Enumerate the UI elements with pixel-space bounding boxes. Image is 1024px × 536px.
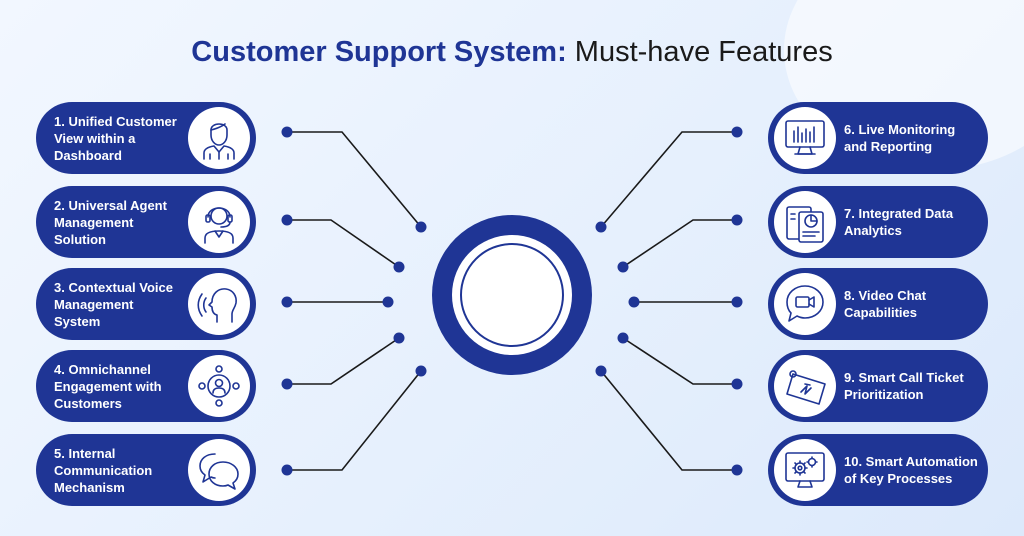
feature-pill-8: 8. Video Chat Capabilities [768,268,988,340]
feature-label-10: 10. Smart Automation of Key Processes [844,454,978,486]
connector-dot [731,296,743,308]
analytics-report-icon [774,191,836,253]
feature-label-2: 2. Universal Agent Management Solution [54,197,167,247]
chat-bubbles-icon [188,439,250,501]
connector-line-4 [287,337,400,385]
connector-dot [281,126,293,138]
connector-dot [281,214,293,226]
connector-dot [617,332,629,344]
title-bold: Customer Support System: [191,36,567,68]
central-hub [432,215,592,375]
connector-dot [281,378,293,390]
feature-pill-5: 5. Internal Communication Mechanism [36,434,256,506]
feature-label-9: 9. Smart Call Ticket Prioritization [844,370,964,402]
headset-agent-icon [188,191,250,253]
connector-dot [281,296,293,308]
connector-line-7 [622,219,737,268]
connector-dot [731,126,743,138]
feature-label-7: 7. Integrated Data Analytics [844,206,954,238]
gears-monitor-icon [774,439,836,501]
feature-pill-7: 7. Integrated Data Analytics [768,186,988,258]
feature-label-3: 3. Contextual Voice Management System [54,279,173,329]
connector-dot [393,332,405,344]
feature-pill-10: 10. Smart Automation of Key Processes [768,434,988,506]
feature-label-1: 1. Unified Customer View within a Dashbo… [54,113,177,163]
connector-dot [415,365,427,377]
feature-pill-2: 2. Universal Agent Management Solution [36,186,256,258]
video-chat-icon [774,273,836,335]
feature-pill-3: 3. Contextual Voice Management System [36,268,256,340]
connector-dot [731,464,743,476]
hub-inner-ring [452,235,572,355]
connector-line-1 [287,131,422,228]
connector-line-10 [600,370,737,471]
title-rest: Must-have Features [566,36,833,68]
connector-dot [595,365,607,377]
connector-dot [731,378,743,390]
connector-line-9 [622,337,737,385]
hub-core-circle [460,243,564,347]
connector-line-2 [287,219,400,268]
feature-pill-4: 4. Omnichannel Engagement with Customers [36,350,256,422]
connector-dot [415,221,427,233]
feature-label-6: 6. Live Monitoring and Reporting [844,122,956,154]
connector-dot [617,261,629,273]
connector-dot [731,214,743,226]
connector-dot [628,296,640,308]
feature-label-4: 4. Omnichannel Engagement with Customers [54,361,162,411]
connector-line-6 [600,131,737,228]
person-icon [188,107,250,169]
monitor-chart-icon [774,107,836,169]
voice-head-icon [188,273,250,335]
connector-dot [281,464,293,476]
feature-pill-1: 1. Unified Customer View within a Dashbo… [36,102,256,174]
connector-dot [382,296,394,308]
ticket-icon [774,355,836,417]
feature-pill-9: 9. Smart Call Ticket Prioritization [768,350,988,422]
connector-line-5 [287,370,422,471]
network-icon [188,355,250,417]
page-title: Customer Support System: Must-have Featu… [0,36,1024,69]
feature-label-5: 5. Internal Communication Mechanism [54,445,153,495]
feature-label-8: 8. Video Chat Capabilities [844,288,927,320]
feature-pill-6: 6. Live Monitoring and Reporting [768,102,988,174]
connector-dot [595,221,607,233]
connector-dot [393,261,405,273]
